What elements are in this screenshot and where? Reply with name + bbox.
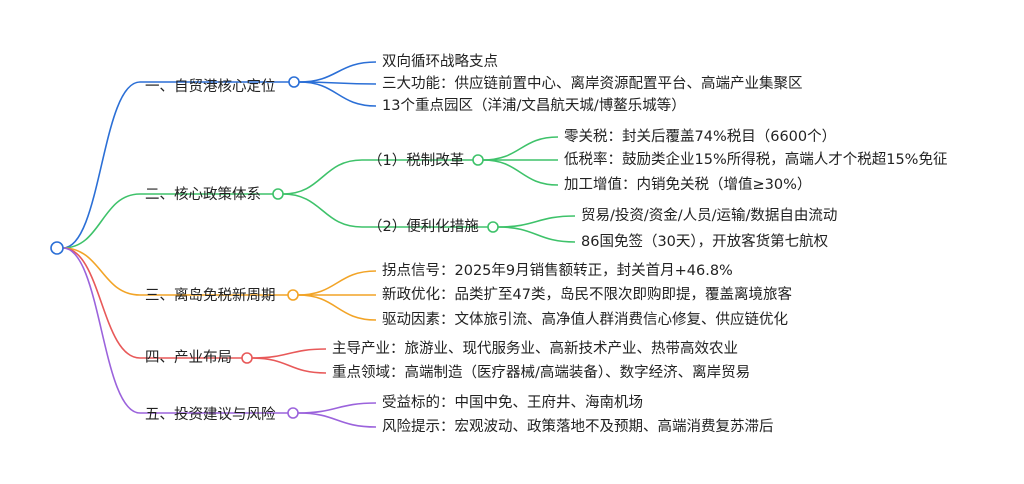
branch-4: 四、产业布局 主导产业：旅游业、现代服务业、高新技术产业、热带高效农业 重点领域…	[145, 340, 750, 381]
branch-3: 三、离岛免税新周期 拐点信号：2025年9月销售额转正，封关首月+46.8% 新…	[145, 262, 792, 328]
edge-branch-5-leaf-2	[297, 412, 377, 428]
branch-5-leaf-2[interactable]: 风险提示：宏观波动、政策落地不及预期、高端消费复苏滞后	[382, 417, 774, 435]
branch-4-leaf-1[interactable]: 主导产业：旅游业、现代服务业、高新技术产业、热带高效农业	[332, 340, 738, 357]
branch-5-label[interactable]: 五、投资建议与风险	[145, 406, 276, 423]
branch-1-leaf-1[interactable]: 双向循环战略支点	[382, 53, 498, 70]
edge-root-branch-3	[62, 247, 141, 296]
branch-3-label[interactable]: 三、离岛免税新周期	[145, 287, 276, 304]
edge-branch-2-sub-1	[282, 159, 363, 195]
edge-branch-2-sub-2	[282, 193, 363, 228]
edge-branch-2-sub-2-leaf-1	[497, 215, 576, 228]
branch-2-label[interactable]: 二、核心政策体系	[145, 186, 261, 203]
branch-1-leaf-2[interactable]: 三大功能：供应链前置中心、离岸资源配置平台、高端产业集聚区	[382, 74, 803, 92]
edge-branch-5-leaf-1	[297, 402, 377, 414]
branch-2-sub-1-leaf-1[interactable]: 零关税：封关后覆盖74%税目（6600个）	[564, 128, 836, 145]
edge-branch-2-sub-1-leaf-1	[482, 136, 559, 161]
edge-branch-3-leaf-1	[297, 270, 377, 296]
branch-3-leaf-3[interactable]: 驱动因素：文体旅引流、高净值人群消费信心修复、供应链优化	[382, 310, 788, 328]
branch-5-leaf-1[interactable]: 受益标的：中国中免、王府井、海南机场	[382, 394, 643, 411]
branch-4-label[interactable]: 四、产业布局	[145, 349, 232, 366]
branch-2-sub-2-node[interactable]	[487, 221, 499, 233]
branch-4-node[interactable]	[241, 352, 253, 364]
branch-2-node[interactable]	[272, 188, 284, 200]
branch-1-leaf-3[interactable]: 13个重点园区（洋浦/文昌航天城/博鳌乐城等）	[382, 96, 686, 114]
branch-3-node[interactable]	[287, 289, 299, 301]
branch-1-node[interactable]	[288, 76, 300, 88]
branch-2-sub-1-leaf-2[interactable]: 低税率：鼓励类企业15%所得税，高端人才个税超15%免征	[564, 150, 947, 168]
edge-branch-4-leaf-2	[251, 357, 327, 374]
edge-root-branch-1	[62, 81, 141, 249]
branch-2: 二、核心政策体系 （1）税制改革 零关税：封关后覆盖74%税目（6600个） 低…	[145, 128, 947, 250]
branch-5: 五、投资建议与风险 受益标的：中国中免、王府井、海南机场 风险提示：宏观波动、政…	[145, 394, 774, 435]
branch-3-leaf-2[interactable]: 新政优化：品类扩至47类，岛民不限次即购即提，覆盖离境旅客	[382, 285, 792, 303]
edge-branch-1-leaf-1	[298, 61, 377, 83]
edge-branch-4-leaf-1	[251, 348, 327, 359]
branch-3-leaf-1[interactable]: 拐点信号：2025年9月销售额转正，封关首月+46.8%	[382, 262, 733, 279]
edge-root-branch-2	[62, 193, 141, 249]
edge-branch-2-sub-1-leaf-3	[482, 159, 559, 186]
root-node[interactable]	[50, 241, 64, 255]
branch-1: 一、自贸港核心定位 双向循环战略支点 三大功能：供应链前置中心、离岸资源配置平台…	[145, 53, 803, 114]
edge-root-branch-5	[62, 247, 141, 414]
branch-2-sub-2-leaf-2[interactable]: 86国免签（30天），开放客货第七航权	[581, 232, 829, 250]
edge-root-branch-4	[62, 247, 141, 359]
branch-5-node[interactable]	[287, 407, 299, 419]
branch-2-sub-1-node[interactable]	[472, 154, 484, 166]
edge-branch-3-leaf-3	[297, 294, 377, 321]
branch-2-sub-1-label[interactable]: （1）税制改革	[368, 152, 464, 169]
edge-branch-1-leaf-3	[298, 81, 377, 107]
edge-branch-2-sub-2-leaf-2	[497, 226, 576, 243]
mind-map-edges	[62, 61, 576, 428]
branch-1-label[interactable]: 一、自贸港核心定位	[145, 78, 276, 95]
branch-2-sub-2-label[interactable]: （2）便利化措施	[368, 218, 479, 235]
branch-2-sub-2-leaf-1[interactable]: 贸易/投资/资金/人员/运输/数据自由流动	[581, 207, 837, 224]
branch-4-leaf-2[interactable]: 重点领域：高端制造（医疗器械/高端装备）、数字经济、离岸贸易	[332, 364, 750, 381]
branch-2-sub-1-leaf-3[interactable]: 加工增值：内销免关税（增值≥30%）	[564, 176, 811, 193]
